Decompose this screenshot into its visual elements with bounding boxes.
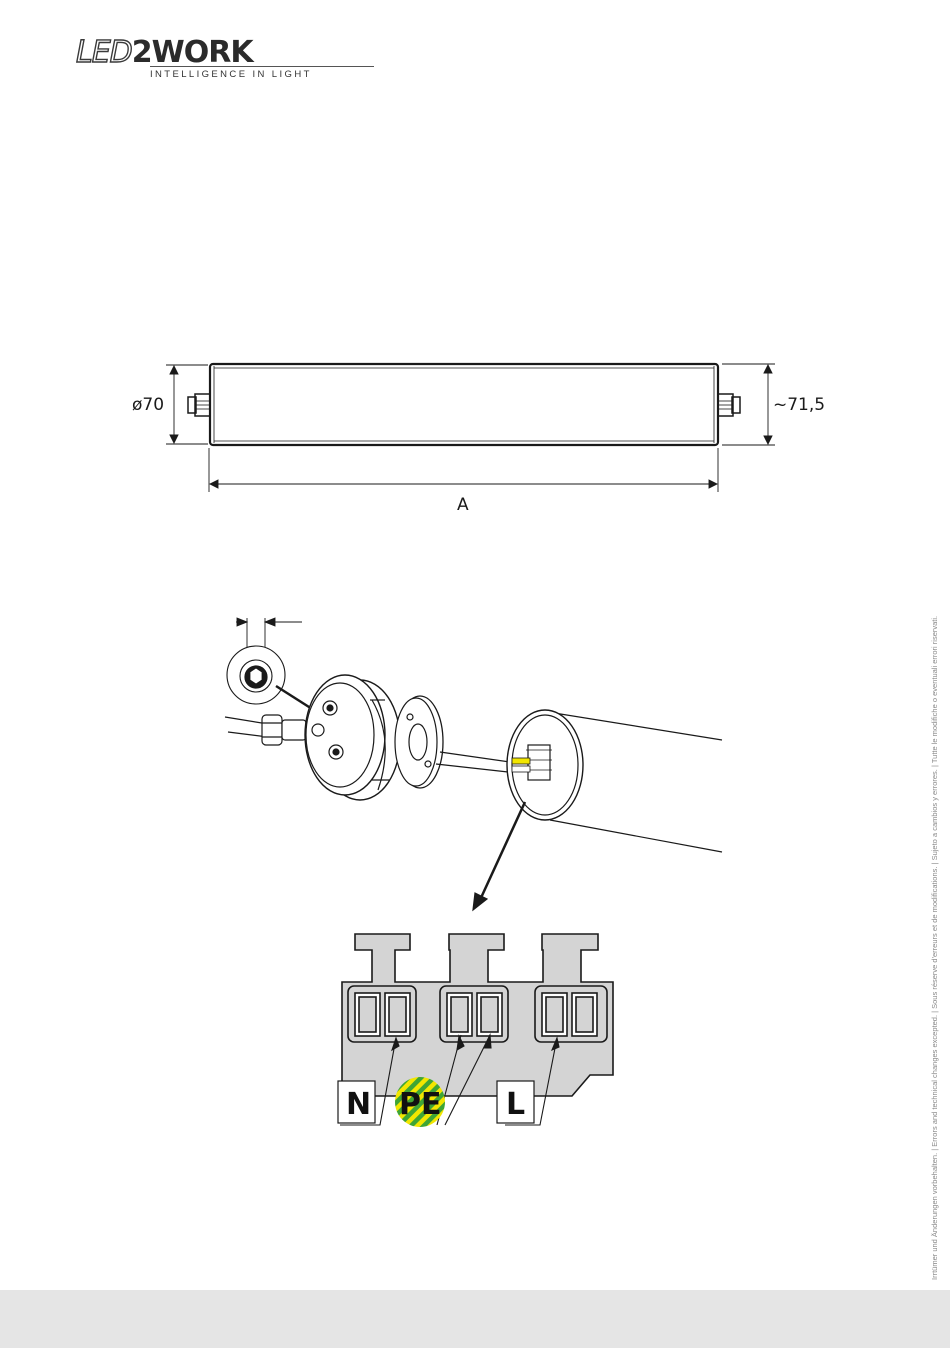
end-cap (305, 675, 400, 800)
terminal-slot-group-n (348, 986, 416, 1042)
terminal-slot-group-pe (440, 986, 508, 1042)
svg-text:N: N (346, 1087, 371, 1122)
svg-text:PE: PE (399, 1087, 441, 1122)
length-label: A (457, 495, 469, 515)
tube-side-view (188, 364, 740, 445)
diameter-label: ø70 (132, 395, 164, 415)
terminal-slot-group-l (535, 986, 607, 1042)
footer-band (0, 1290, 950, 1348)
left-cable-gland (188, 394, 210, 416)
diameter-dimension (166, 365, 208, 444)
right-cable-gland (718, 394, 740, 416)
mounting-flange (395, 696, 443, 788)
disclaimer-note: Irrtümer und Änderungen vorbehalten. | E… (930, 616, 939, 1280)
length-dimension (209, 448, 718, 492)
hex-width-indicator (236, 618, 302, 650)
terminal-label-pe: PE (395, 1077, 445, 1127)
svg-text:L: L (506, 1087, 525, 1122)
exploded-assembly (225, 618, 722, 910)
height-dimension (722, 364, 775, 445)
terminal-label-l: L (497, 1081, 534, 1123)
terminal-block (342, 934, 613, 1096)
tube-body (507, 710, 722, 852)
terminal-label-n: N (338, 1081, 375, 1123)
height-label: ~71,5 (773, 395, 825, 415)
